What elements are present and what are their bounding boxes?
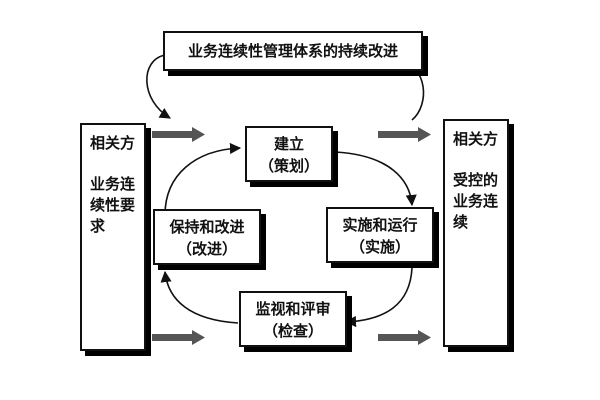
plan-box: 建立 （策划） bbox=[245, 126, 333, 182]
plan-subtitle: （策划） bbox=[258, 157, 319, 175]
act-subtitle: （改进） bbox=[176, 240, 237, 258]
block-arrow-right-top bbox=[378, 127, 431, 142]
right-panel-heading: 相关方 bbox=[453, 130, 499, 148]
block-arrow-left-bottom bbox=[152, 330, 205, 345]
plan-title: 建立 bbox=[273, 135, 304, 153]
arrow-plan-to-do bbox=[334, 151, 417, 207]
block-arrow-right-bottom bbox=[378, 330, 431, 345]
do-box: 实施和运行 （实施） bbox=[326, 207, 434, 263]
block-arrow-left-top bbox=[152, 127, 205, 142]
act-title: 保持和改进 bbox=[169, 218, 245, 236]
right-panel: 相关方 受控的 业务连 续 bbox=[443, 119, 509, 347]
right-panel-line-2: 业务连 bbox=[453, 192, 499, 210]
right-panel-line-3: 续 bbox=[453, 213, 469, 231]
arrow-check-to-act bbox=[160, 270, 239, 324]
check-title: 监视和评审 bbox=[255, 300, 331, 318]
diagram-title: 业务连续性管理体系的持续改进 bbox=[187, 42, 398, 60]
act-box: 保持和改进 （改进） bbox=[153, 209, 261, 265]
check-box: 监视和评审 （检查） bbox=[239, 291, 347, 347]
do-title: 实施和运行 bbox=[342, 216, 418, 234]
left-panel: 相关方 业务连 续性要 求 bbox=[80, 123, 146, 351]
left-panel-line-3: 求 bbox=[90, 217, 106, 235]
do-subtitle: （实施） bbox=[349, 238, 410, 256]
right-panel-line-1: 受控的 bbox=[453, 171, 499, 189]
arrow-do-to-check bbox=[344, 267, 413, 328]
left-panel-line-2: 续性要 bbox=[90, 196, 136, 214]
arrow-act-to-plan bbox=[164, 142, 242, 216]
title-box: 业务连续性管理体系的持续改进 bbox=[163, 31, 423, 71]
left-panel-line-1: 业务连 bbox=[90, 175, 136, 193]
left-panel-heading: 相关方 bbox=[90, 134, 136, 152]
check-subtitle: （检查） bbox=[262, 322, 323, 340]
title-left-curve bbox=[146, 54, 171, 119]
